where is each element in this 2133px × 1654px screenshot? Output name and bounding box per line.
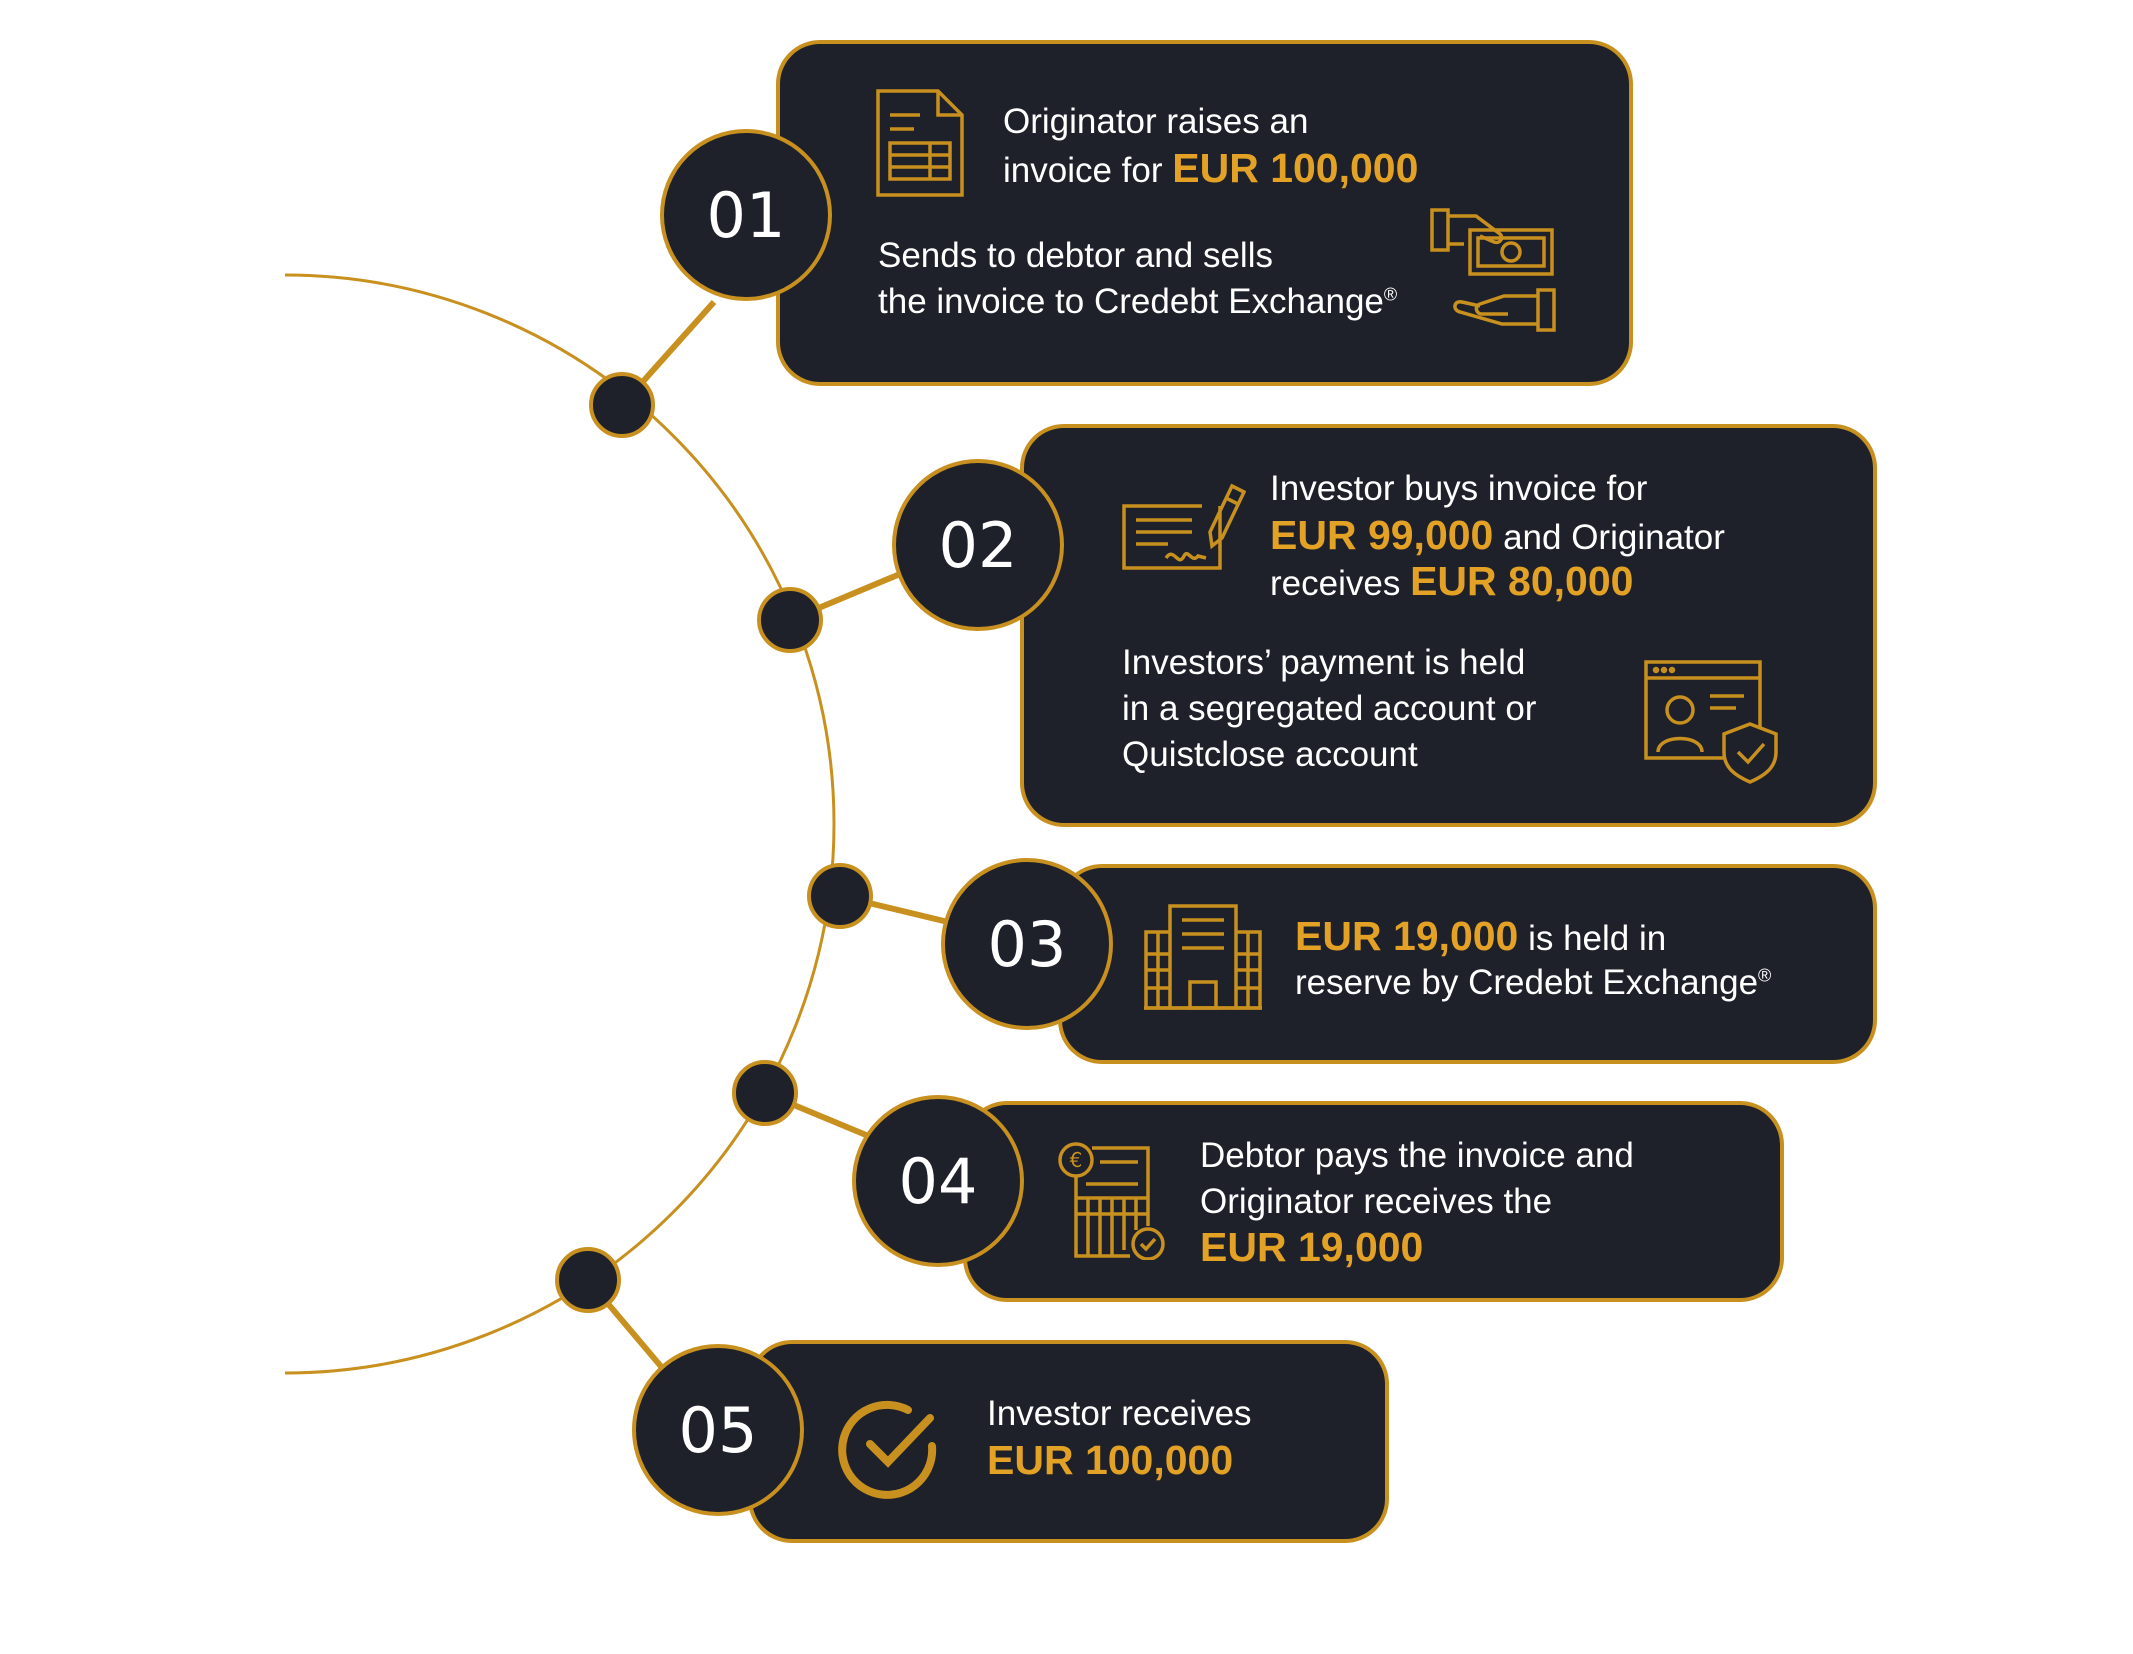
- step-5-amount: EUR 100,000: [987, 1437, 1234, 1483]
- step-2-line-2: EUR 99,000 and Originator: [1270, 512, 1725, 558]
- step-1-line-3: Sends to debtor and sells: [878, 236, 1273, 275]
- step-2-line-1: Investor buys invoice for: [1270, 469, 1648, 508]
- step-4-line-3: EUR 19,000: [1200, 1224, 1423, 1273]
- timeline-node-2: [757, 587, 823, 653]
- step-1-number: 01: [660, 129, 832, 301]
- step-2-amount-2: EUR 80,000: [1410, 558, 1634, 604]
- step-2-line-3: receives EUR 80,000: [1270, 558, 1634, 604]
- step-5-card: [748, 1340, 1389, 1543]
- euro-invoice-paid-icon: €: [1056, 1140, 1170, 1260]
- invoice-document-icon: [874, 87, 966, 199]
- step-3-card: [1058, 864, 1877, 1064]
- step-4-amount: EUR 19,000: [1200, 1224, 1424, 1270]
- timeline-node-1: [589, 372, 655, 438]
- timeline-node-4: [732, 1060, 798, 1126]
- step-2-amount-1: EUR 99,000: [1270, 512, 1494, 558]
- step-4-line-1: Debtor pays the invoice and: [1200, 1136, 1634, 1175]
- step-3-line-1: EUR 19,000 is held in: [1295, 913, 1667, 959]
- svg-text:€: €: [1070, 1148, 1083, 1172]
- step-2-number: 02: [892, 459, 1064, 631]
- step-1-card: [776, 40, 1633, 386]
- timeline-node-5: [555, 1247, 621, 1313]
- step-5-line-2: EUR 100,000: [987, 1437, 1233, 1486]
- step-1-line-2: invoice for EUR 100,000: [1003, 145, 1419, 191]
- step-5-number: 05: [632, 1344, 804, 1516]
- step-5-line-1: Investor receives: [987, 1394, 1252, 1433]
- step-1-line-4: the invoice to Credebt Exchange®: [878, 282, 1398, 321]
- step-3-line-2: reserve by Credebt Exchange®: [1295, 963, 1772, 1002]
- step-2-line-6: Quistclose account: [1122, 735, 1418, 774]
- step-2-line-5: in a segregated account or: [1122, 689, 1537, 728]
- step-1-amount: EUR 100,000: [1172, 145, 1419, 191]
- step-3-amount: EUR 19,000: [1295, 913, 1519, 959]
- check-circle-icon: [836, 1394, 946, 1504]
- hand-paying-cash-icon: [1430, 204, 1556, 332]
- step-3-number: 03: [941, 858, 1113, 1030]
- step-4-line-2: Originator receives the: [1200, 1182, 1553, 1221]
- signed-cheque-icon: [1122, 480, 1246, 572]
- secure-account-icon: [1644, 660, 1780, 784]
- step-4-number: 04: [852, 1095, 1024, 1267]
- step-1-line-1: Originator raises an: [1003, 102, 1309, 141]
- timeline-node-3: [807, 863, 873, 929]
- step-2-line-4: Investors’ payment is held: [1122, 643, 1526, 682]
- office-building-icon: [1142, 902, 1264, 1010]
